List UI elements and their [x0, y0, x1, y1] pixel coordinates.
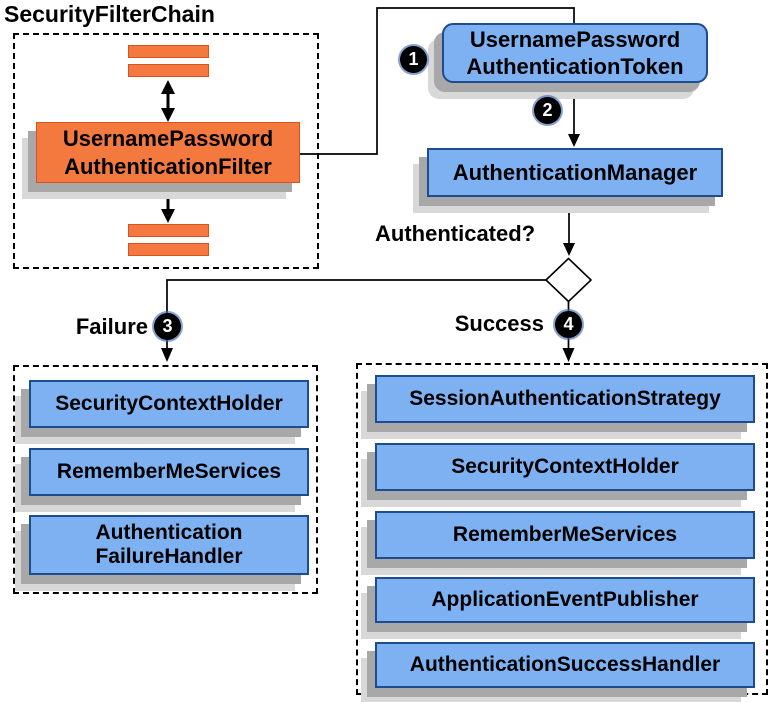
step-2-badge: 2: [534, 97, 561, 124]
failure-handlers-box: [13, 365, 318, 594]
success-item-security-context-holder: SecurityContextHolder: [375, 443, 755, 491]
arrowhead-token-to-manager: [568, 134, 580, 147]
arrowhead-manager-to-decision: [563, 243, 575, 256]
arrowhead-bottom-down: [161, 209, 175, 223]
arrowhead-failure: [161, 348, 173, 362]
success-item-authentication-success-handler: AuthenticationSuccessHandler: [375, 642, 755, 688]
arrowhead-top-down: [161, 108, 175, 122]
step-1-badge: 1: [400, 46, 427, 73]
security-filter-chain-box: [13, 33, 319, 269]
authenticated-decision-diamond: [544, 257, 593, 303]
success-handlers-box: [356, 363, 768, 695]
filter-placeholder-bar: [128, 64, 209, 77]
security-filter-chain-title: SecurityFilterChain: [4, 1, 215, 27]
success-item-remember-me-services: RememberMeServices: [375, 511, 755, 559]
username-password-authentication-filter-node: UsernamePassword AuthenticationFilter: [36, 122, 300, 183]
filter-placeholder-bar: [128, 243, 209, 256]
connector-filter-to-token: [300, 7, 575, 155]
success-label: Success: [454, 311, 544, 336]
failure-item-authentication-failure-handler: Authentication FailureHandler: [29, 515, 309, 575]
arrowhead-success: [562, 348, 575, 362]
step-3-badge: 3: [154, 313, 181, 340]
authenticated-question-label: Authenticated?: [375, 221, 536, 246]
arrowhead-top-up: [161, 80, 175, 94]
success-item-application-event-publisher: ApplicationEventPublisher: [375, 577, 755, 623]
failure-item-remember-me-services: RememberMeServices: [29, 448, 309, 496]
arrowhead-bottom-up: [161, 185, 175, 199]
failure-item-security-context-holder: SecurityContextHolder: [29, 380, 309, 428]
authentication-manager-node: AuthenticationManager: [427, 148, 723, 197]
username-password-authentication-token-node: UsernamePassword AuthenticationToken: [442, 23, 708, 83]
filter-placeholder-bar: [128, 224, 209, 237]
failure-label: Failure: [75, 314, 148, 339]
step-4-badge: 4: [555, 311, 582, 338]
filter-placeholder-bar: [128, 45, 209, 58]
success-item-session-authentication-strategy: SessionAuthenticationStrategy: [375, 375, 755, 423]
